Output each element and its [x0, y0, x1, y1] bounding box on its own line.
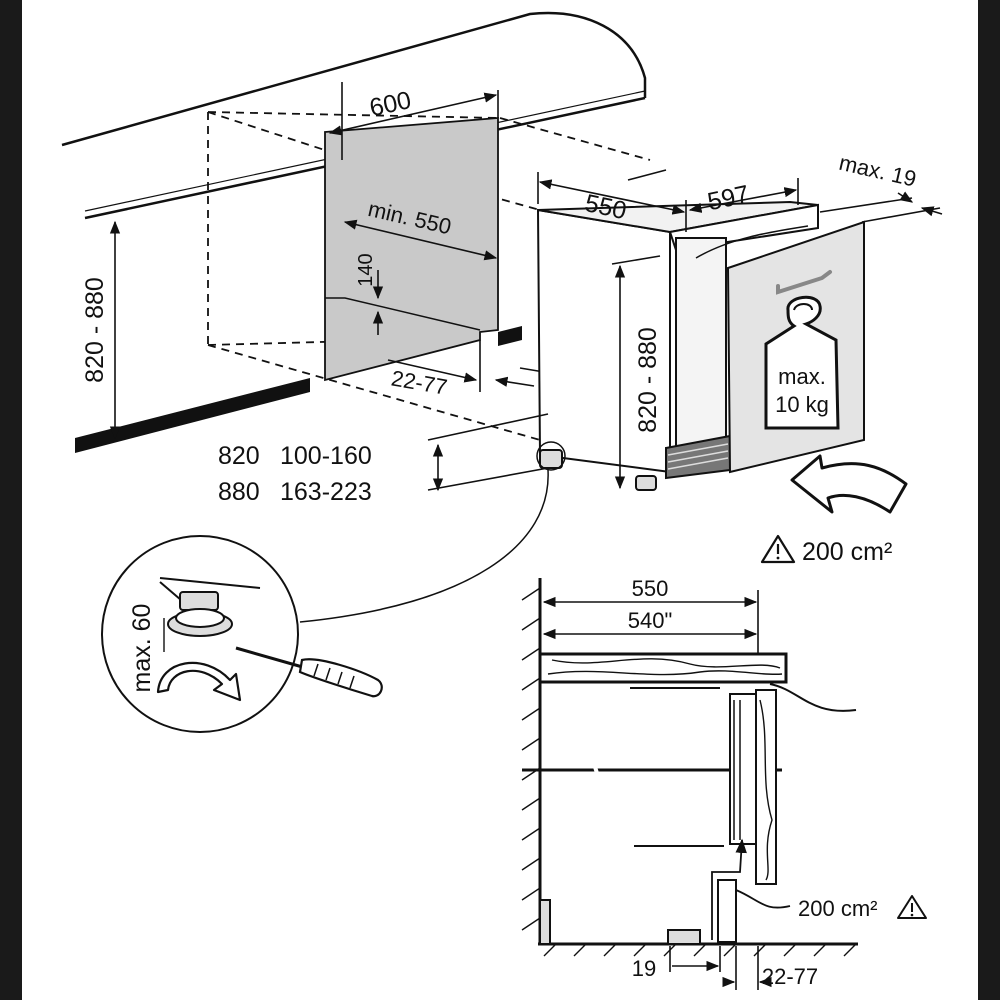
foot-table-r2-range: 163-223 — [280, 478, 372, 506]
door-weight-line1: max. — [778, 364, 826, 389]
niche-height-label: 820 - 880 — [81, 277, 109, 383]
ventilation-section-label: 200 cm² — [798, 896, 877, 921]
foot-detail-marker — [536, 441, 566, 471]
detail-circle-label: max. 60 — [128, 604, 156, 693]
section-wall — [521, 578, 542, 944]
section-worktop — [538, 652, 788, 684]
section-depth-top-label: 550 — [632, 576, 669, 601]
installation-diagram: 820 - 880 600 min. 550 140 22-77 20 — [22, 0, 978, 1000]
section-bottom-dims — [669, 946, 772, 990]
warning-icon-front — [760, 534, 796, 564]
appliance-depth-dim — [537, 172, 687, 232]
section-vent-flow — [711, 838, 747, 940]
warning-icon-section — [897, 895, 927, 919]
foot-detail-icon — [159, 577, 261, 637]
section-appliance — [539, 689, 777, 945]
appliance-feet — [539, 449, 657, 491]
foot-table-dim — [427, 413, 549, 492]
appliance-height-label: 820 - 880 — [634, 327, 662, 433]
appliance-height-dim — [611, 255, 661, 490]
foot-table-r1-height: 820 — [218, 442, 260, 470]
section-bottom-setback-label: 22-77 — [762, 964, 818, 989]
niche-back-panel — [324, 117, 499, 382]
plinth-step-label: 140 — [355, 253, 377, 286]
section-depth-inner-label: 540" — [628, 608, 673, 633]
niche-width-dim — [328, 82, 499, 160]
section-floor — [538, 942, 858, 957]
niche-depth-dim — [343, 219, 498, 261]
foot-table-r2-height: 880 — [218, 478, 260, 506]
door-handle-icon — [776, 270, 832, 295]
floor-strip-right — [498, 326, 522, 346]
plinth-step — [325, 297, 481, 331]
appliance-width-dim — [627, 169, 799, 213]
diagram-canvas: 820 - 880 600 min. 550 140 22-77 20 — [61, 11, 943, 990]
section-vent-cable — [769, 683, 857, 712]
section-depth-dims — [542, 590, 759, 654]
plinth-setback-label: 22-77 — [389, 365, 449, 399]
rotate-arrow-icon — [156, 661, 242, 702]
plinth-setback-dim — [387, 340, 545, 392]
floor-strip-left — [75, 378, 310, 453]
screwdriver-icon — [235, 646, 383, 698]
door-thickness-label: max. 19 — [837, 150, 919, 192]
insert-arrow-icon — [790, 454, 908, 514]
foot-table-r1-range: 100-160 — [280, 442, 372, 470]
door-thickness-dim — [819, 191, 943, 223]
section-bottom-19-label: 19 — [632, 956, 656, 981]
section-vent-leader — [735, 889, 791, 909]
door-weight-line2: 10 kg — [775, 392, 829, 417]
weight-icon — [764, 295, 840, 430]
detail-leader — [299, 469, 549, 623]
ventilation-front-label: 200 cm² — [802, 538, 892, 566]
